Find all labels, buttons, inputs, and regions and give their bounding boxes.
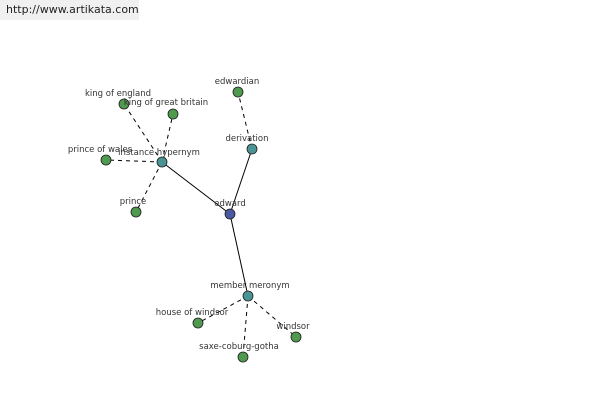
center-node-edward[interactable]	[224, 208, 236, 220]
edge-layer	[105, 91, 297, 358]
leaf-node-king-of-great-britain[interactable]	[167, 108, 179, 120]
leaf-label-king-of-england: king of england	[85, 89, 151, 99]
edge-instance-hypernym-king-of-england	[123, 103, 163, 163]
relation-node-instance-hypernym[interactable]	[156, 156, 168, 168]
node-layer	[100, 86, 302, 363]
leaf-label-edwardian: edwardian	[215, 77, 259, 87]
leaf-node-windsor[interactable]	[290, 331, 302, 343]
edge-member-meronym-saxe-coburg-gotha	[242, 295, 249, 358]
relation-label-instance-hypernym: instance hypernym	[118, 148, 200, 158]
leaf-label-saxe-coburg-gotha: saxe-coburg-gotha	[199, 342, 279, 352]
leaf-node-edwardian[interactable]	[232, 86, 244, 98]
edge-edward-derivation	[229, 148, 253, 215]
leaf-node-saxe-coburg-gotha[interactable]	[237, 351, 249, 363]
leaf-label-windsor: windsor	[276, 322, 310, 332]
relation-node-member-meronym[interactable]	[242, 290, 254, 302]
leaf-node-house-of-windsor[interactable]	[192, 317, 204, 329]
leaf-label-prince: prince	[120, 197, 147, 207]
edge-instance-hypernym-prince-of-wales	[105, 159, 163, 163]
edge-member-meronym-house-of-windsor	[197, 295, 249, 324]
edge-instance-hypernym-prince	[135, 161, 163, 213]
relation-label-derivation: derivation	[225, 134, 268, 144]
relation-label-member-meronym: member meronym	[210, 281, 289, 291]
leaf-label-prince-of-wales: prince of wales	[68, 145, 133, 155]
leaf-node-prince[interactable]	[130, 206, 142, 218]
edge-derivation-edwardian	[237, 91, 253, 150]
leaf-label-king-of-great-britain: king of great britain	[124, 98, 208, 108]
leaf-label-house-of-windsor: house of windsor	[156, 308, 229, 318]
edge-edward-member-meronym	[229, 213, 249, 297]
center-label-edward: edward	[214, 199, 246, 209]
source-url-banner[interactable]: http://www.artikata.com	[0, 0, 139, 20]
edge-edward-instance-hypernym	[161, 161, 231, 215]
relation-node-derivation[interactable]	[246, 143, 258, 155]
edge-member-meronym-windsor	[247, 295, 297, 338]
edge-instance-hypernym-king-of-great-britain	[161, 113, 174, 163]
leaf-node-king-of-england[interactable]	[118, 98, 130, 110]
leaf-node-prince-of-wales[interactable]	[100, 154, 112, 166]
